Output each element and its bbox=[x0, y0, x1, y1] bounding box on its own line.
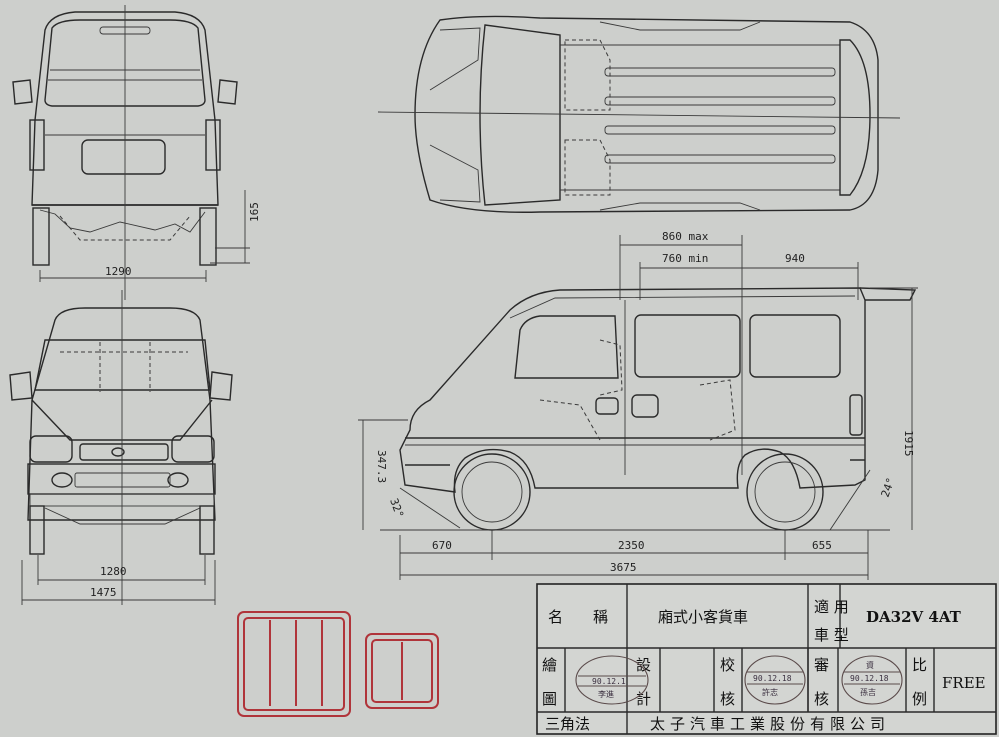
dim-front-overhang: 670 bbox=[432, 539, 452, 552]
dim-overall-width: 1475 bbox=[90, 586, 117, 599]
dim-rear-height-gap: 165 bbox=[248, 202, 261, 222]
review-stamp-name: 孫吉 bbox=[860, 687, 876, 697]
review-stamp: 資 90.12.18 孫吉 bbox=[841, 655, 903, 705]
design-label-2: 計 bbox=[636, 690, 651, 708]
dim-front-track: 1280 bbox=[100, 565, 127, 578]
dim-departure-angle: 24° bbox=[879, 476, 898, 499]
dim-overall-height: 1915 bbox=[902, 430, 915, 457]
scale-label-2: 例 bbox=[912, 690, 927, 708]
dim-cargo-length: 940 bbox=[785, 252, 805, 265]
check-stamp-name: 許志 bbox=[762, 687, 778, 697]
design-label-1: 設 bbox=[636, 656, 651, 674]
dim-sliding-door-min: 760 min bbox=[662, 252, 708, 265]
draw-stamp: 90.12.1 李進 bbox=[575, 655, 649, 705]
front-view: 1280 1475 bbox=[9, 290, 233, 605]
model-label-2: 車 型 bbox=[814, 626, 849, 644]
rear-view: 1290 165 bbox=[12, 5, 261, 300]
side-view: 860 max 760 min 940 1915 347.3 32° 24° 6… bbox=[358, 230, 918, 580]
review-label-1: 審 bbox=[814, 656, 829, 674]
draw-label-2: 圖 bbox=[542, 690, 557, 708]
title-block: 名 稱 廂式小客貨車 適 用 車 型 DA32V 4AT 繪 圖 設 計 校 核… bbox=[536, 583, 997, 735]
name-value: 廂式小客貨車 bbox=[658, 608, 748, 626]
dim-approach-angle: 32° bbox=[387, 497, 406, 520]
draw-stamp-name: 李進 bbox=[598, 689, 614, 699]
dim-bumper-height: 347.3 bbox=[375, 450, 388, 483]
large-seal bbox=[237, 611, 351, 717]
dim-rear-track: 1290 bbox=[105, 265, 132, 278]
company-name: 太子汽車工業股份有限公司 bbox=[650, 715, 890, 733]
top-view bbox=[377, 15, 901, 213]
model-value: DA32V 4AT bbox=[866, 608, 962, 626]
dim-rear-overhang: 655 bbox=[812, 539, 832, 552]
dim-overall-length: 3675 bbox=[610, 561, 637, 574]
review-stamp-date: 90.12.18 bbox=[850, 674, 889, 683]
draw-label-1: 繪 bbox=[542, 656, 557, 674]
draw-stamp-date: 90.12.1 bbox=[592, 677, 626, 686]
model-label-1: 適 用 bbox=[814, 598, 849, 616]
check-label-1: 校 bbox=[720, 656, 735, 674]
review-stamp-dept: 資 bbox=[866, 660, 874, 670]
check-label-2: 核 bbox=[720, 690, 735, 708]
scale-label-1: 比 bbox=[912, 656, 927, 674]
dim-wheelbase: 2350 bbox=[618, 539, 645, 552]
review-label-2: 核 bbox=[814, 690, 829, 708]
check-stamp: 90.12.18 許志 bbox=[744, 655, 806, 705]
dim-sliding-door-max: 860 max bbox=[662, 230, 709, 243]
name-label: 名 稱 bbox=[548, 608, 608, 626]
check-stamp-date: 90.12.18 bbox=[753, 674, 792, 683]
scale-value: FREE bbox=[942, 674, 986, 692]
small-seal bbox=[365, 633, 439, 709]
projection-method: 三角法 bbox=[545, 715, 590, 733]
